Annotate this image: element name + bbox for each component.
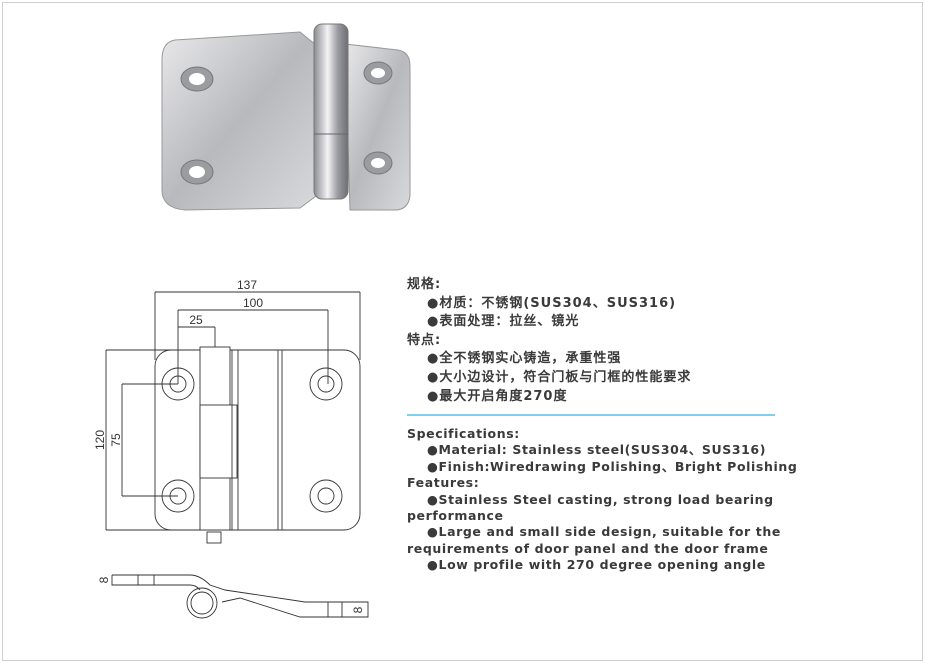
technical-drawing xyxy=(105,291,369,619)
en-feature-item: ●Stainless Steel casting, strong load be… xyxy=(427,491,774,507)
dim-thickness-right: 8 xyxy=(351,606,365,613)
dim-25: 25 xyxy=(189,313,203,327)
cn-spec-heading: 规格: xyxy=(407,277,442,292)
cn-spec-item: ●材质：不锈钢(SUS304、SUS316) xyxy=(427,295,677,311)
en-feature-item: ●Large and small side design, suitable f… xyxy=(427,524,781,540)
en-spec-item: ●Material: Stainless steel(SUS304、SUS316… xyxy=(427,442,767,458)
chinese-specs: 规格: ●材质：不锈钢(SUS304、SUS316) ●表面处理：拉丝、镜光 特… xyxy=(407,276,691,406)
section-divider xyxy=(407,414,775,416)
en-feature-item-cont: performance xyxy=(407,508,504,524)
dim-75: 75 xyxy=(109,433,123,447)
cn-spec-item: ●表面处理：拉丝、镜光 xyxy=(427,314,580,330)
english-specs: Specifications: ●Material: Stainless ste… xyxy=(407,426,797,574)
en-feature-item-cont: requirements of door panel and the door … xyxy=(407,540,769,556)
dim-thickness-left: 8 xyxy=(97,576,111,583)
cn-feature-item: ●最大开启角度270度 xyxy=(427,388,568,404)
cn-feature-item: ●大小边设计，符合门板与门框的性能要求 xyxy=(427,369,692,385)
en-feature-heading: Features: xyxy=(407,475,480,491)
cn-feature-item: ●全不锈钢实心铸造，承重性强 xyxy=(427,351,622,367)
dim-100: 100 xyxy=(243,296,263,310)
dim-137: 137 xyxy=(237,278,257,292)
en-spec-heading: Specifications: xyxy=(407,426,520,441)
hinge-photo xyxy=(161,23,411,211)
en-spec-item: ●Finish:Wiredrawing Polishing、Bright Pol… xyxy=(427,458,798,474)
dim-120: 120 xyxy=(93,430,107,450)
cn-feature-heading: 特点: xyxy=(407,332,442,348)
en-feature-item: ●Low profile with 270 degree opening ang… xyxy=(427,557,766,573)
